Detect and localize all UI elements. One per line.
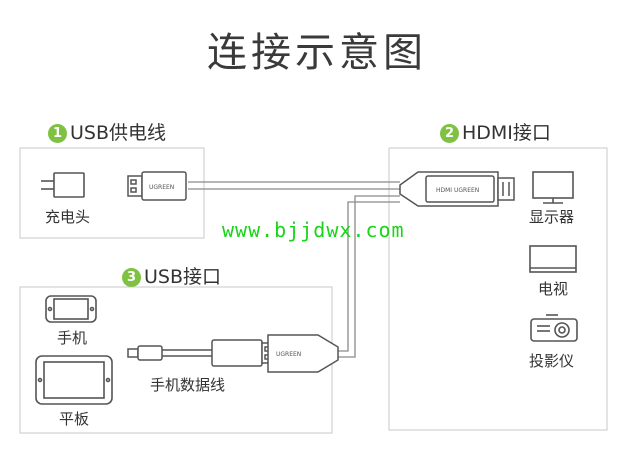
- svg-text:HDMI UGREEN: HDMI UGREEN: [436, 187, 479, 194]
- section-hdmi-label: HDMI接口: [462, 122, 551, 144]
- watermark: www.bjjdwx.com: [222, 218, 405, 242]
- hdmi-adapter: HDMI UGREEN: [399, 171, 515, 207]
- tv-icon: [529, 245, 577, 273]
- usb-port-adapter: UGREEN: [267, 334, 339, 373]
- cable-lines: [188, 181, 400, 358]
- phone-cable: [127, 339, 275, 367]
- usb-power-plug: UGREEN: [127, 171, 187, 201]
- svg-text:UGREEN: UGREEN: [276, 351, 301, 358]
- monitor-icon: [532, 171, 574, 204]
- charger-icon: [41, 172, 85, 198]
- phone-label: 手机: [57, 329, 88, 347]
- display-label: 显示器: [529, 208, 575, 226]
- projector-icon: [530, 314, 578, 342]
- hdmi-box: [388, 147, 608, 431]
- tablet-icon: [35, 355, 113, 405]
- step-2-badge: 2: [440, 124, 459, 143]
- usb-power-box: [19, 147, 205, 239]
- section-usb-port-label: USB接口: [144, 266, 222, 288]
- tablet-label: 平板: [59, 410, 90, 428]
- svg-text:UGREEN: UGREEN: [149, 184, 174, 191]
- phone-icon: [45, 295, 97, 323]
- charger-label: 充电头: [45, 208, 91, 226]
- phone-cable-label: 手机数据线: [150, 376, 226, 394]
- projector-label: 投影仪: [529, 352, 575, 370]
- step-3-badge: 3: [122, 268, 141, 287]
- tv-label: 电视: [538, 280, 569, 298]
- page-title: 连接示意图: [207, 30, 427, 76]
- step-1-badge: 1: [48, 124, 67, 143]
- section-usb-power-label: USB供电线: [70, 122, 167, 144]
